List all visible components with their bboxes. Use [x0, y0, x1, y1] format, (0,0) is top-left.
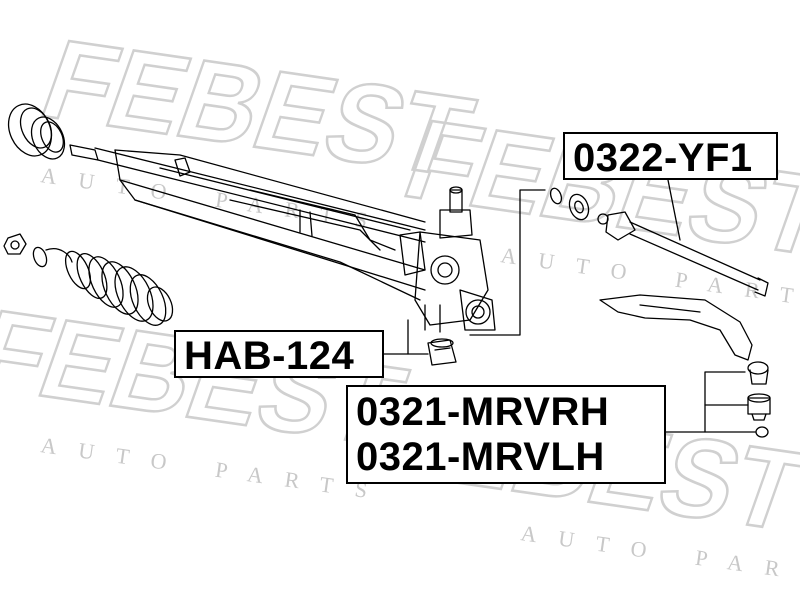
steering-knuckle-arm: [599, 294, 753, 361]
tie-rod-end-parts: [747, 361, 771, 438]
part-number-tie-rod-end-rh: 0321-MRVRH: [356, 390, 610, 434]
part-number-tie-rod-end-lh: 0321-MRVLH: [356, 435, 605, 479]
part-label-bushing: HAB-124: [174, 330, 384, 378]
rack-boot: [32, 246, 174, 326]
mounting-bushing: [427, 338, 457, 366]
rack-housing: [69, 144, 426, 301]
clamp-ring: [7, 103, 66, 160]
part-number-tie-rod: 0322-YF1: [573, 136, 753, 180]
part-number-bushing: HAB-124: [184, 334, 355, 378]
part-label-tie-rod: 0322-YF1: [563, 132, 778, 180]
line-art: [3, 103, 771, 438]
pinion-valve-body: [399, 186, 496, 333]
leader-lines: [383, 179, 756, 433]
part-label-tie-rod-ends: 0321-MRVRH 0321-MRVLH: [346, 385, 666, 484]
inner-tie-rod: [549, 187, 769, 297]
lock-nut: [3, 233, 27, 255]
